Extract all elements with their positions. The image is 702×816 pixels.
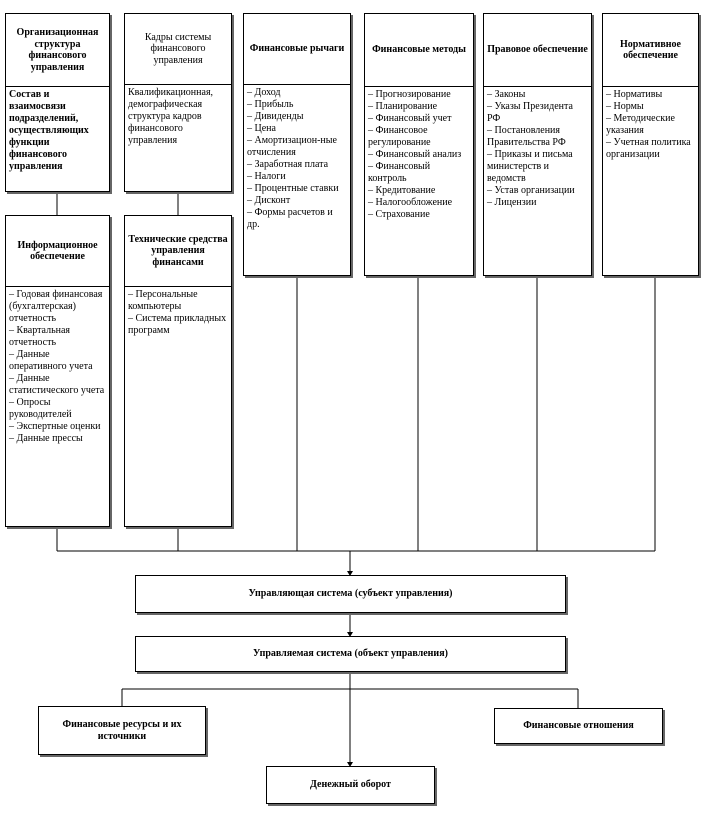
list-item: – Финансовый учет — [368, 113, 452, 124]
list-item: – Данные статистического учета — [9, 373, 105, 396]
fin-levers-list: – Доход– Прибыль– Дивиденды– Цена– Аморт… — [244, 86, 350, 275]
list-item: – Квартальная отчетность — [9, 325, 71, 348]
personnel-box: Кадры системы финансового управления Ква… — [124, 13, 232, 192]
list-item: – Приказы и письма министерств и ведомст… — [487, 149, 573, 184]
money-turnover-box: Денежный оборот — [266, 766, 435, 804]
list-item: – Процентные ставки — [247, 183, 339, 194]
managed-system-box: Управляемая система (объект управления) — [135, 636, 566, 672]
fin-methods-header: Финансовые методы — [372, 44, 466, 56]
list-item: – Дисконт — [247, 195, 291, 206]
list-item: – Амортизацион-ные отчисления — [247, 135, 337, 158]
org-structure-header: Организационная структура финансового уп… — [16, 27, 99, 73]
list-item: – Налоги — [247, 171, 286, 182]
list-item: – Финансовое регулирование — [368, 125, 431, 148]
managing-system-box: Управляющая система (субъект управления) — [135, 575, 566, 613]
fin-levers-header: Финансовые рычаги — [249, 43, 345, 55]
info-list: – Годовая финансовая (бухгалтерская) отч… — [6, 288, 109, 526]
list-item: – Дивиденды — [247, 111, 304, 122]
list-item: – Прогнозирование — [368, 89, 451, 100]
fin-levers-box: Финансовые рычаги – Доход– Прибыль– Диви… — [243, 13, 351, 276]
fin-relations-box: Финансовые отношения — [494, 708, 663, 744]
list-item: – Годовая финансовая (бухгалтерская) отч… — [9, 289, 103, 324]
list-item: – Опросы руководителей — [9, 397, 72, 420]
list-item: – Данные прессы — [9, 433, 83, 444]
list-item: – Планирование — [368, 101, 438, 112]
list-item: – Лицензии — [487, 197, 537, 208]
legal-box: Правовое обеспечение – Законы– Указы Пре… — [483, 13, 592, 276]
list-item: – Персональные компьютеры — [128, 289, 198, 312]
normative-box: Нормативное обеспечение – Нормативы– Нор… — [602, 13, 699, 276]
list-item: – Страхование — [368, 209, 430, 220]
list-item: – Налогообложение — [368, 197, 453, 208]
tech-box: Технические средства управления финансам… — [124, 215, 232, 527]
list-item: – Цена — [247, 123, 276, 134]
fin-resources-box: Финансовые ресурсы и их источники — [38, 706, 206, 755]
fin-methods-box: Финансовые методы – Прогнозирование– Пла… — [364, 13, 474, 276]
list-item: – Указы Президента РФ — [487, 101, 573, 124]
list-item: – Постановления Правительства РФ — [487, 125, 566, 148]
legal-header: Правовое обеспечение — [487, 44, 588, 56]
list-item: – Устав организации — [487, 185, 575, 196]
list-item: – Доход — [247, 87, 281, 98]
list-item: – Законы — [487, 89, 526, 100]
org-structure-body: Состав и взаимосвязи подразделений, осущ… — [9, 89, 89, 172]
list-item: – Кредитование — [368, 185, 436, 196]
list-item: – Финансовый контроль — [368, 161, 431, 184]
list-item: – Система прикладных программ — [128, 313, 227, 336]
list-item: – Заработная плата — [247, 159, 329, 170]
legal-list: – Законы– Указы Президента РФ– Постановл… — [484, 88, 591, 275]
personnel-body: Квалификационная, демографическая структ… — [128, 87, 214, 146]
list-item: – Прибыль — [247, 99, 294, 110]
list-item: – Финансовый анализ — [368, 149, 462, 160]
info-box: Информационное обеспечение – Годовая фин… — [5, 215, 110, 527]
normative-header: Нормативное обеспечение — [620, 38, 681, 62]
info-header: Информационное обеспечение — [17, 239, 98, 263]
normative-list: – Нормативы– Нормы– Методические указани… — [603, 88, 698, 275]
list-item: – Нормы — [606, 101, 644, 112]
list-item: – Учетная политика организации — [606, 137, 691, 160]
list-item: – Экспертные оценки — [9, 421, 101, 432]
org-structure-box: Организационная структура финансового уп… — [5, 13, 110, 192]
tech-header: Технические средства управления финансам… — [128, 233, 228, 268]
list-item: – Данные оперативного учета — [9, 349, 93, 372]
personnel-header: Кадры системы финансового управления — [144, 31, 212, 66]
tech-list: – Персональные компьютеры– Система прикл… — [125, 288, 231, 526]
list-item: – Формы расчетов и др. — [247, 207, 333, 230]
fin-methods-list: – Прогнозирование– Планирование– Финансо… — [365, 88, 473, 275]
list-item: – Методические указания — [606, 113, 675, 136]
list-item: – Нормативы — [606, 89, 663, 100]
